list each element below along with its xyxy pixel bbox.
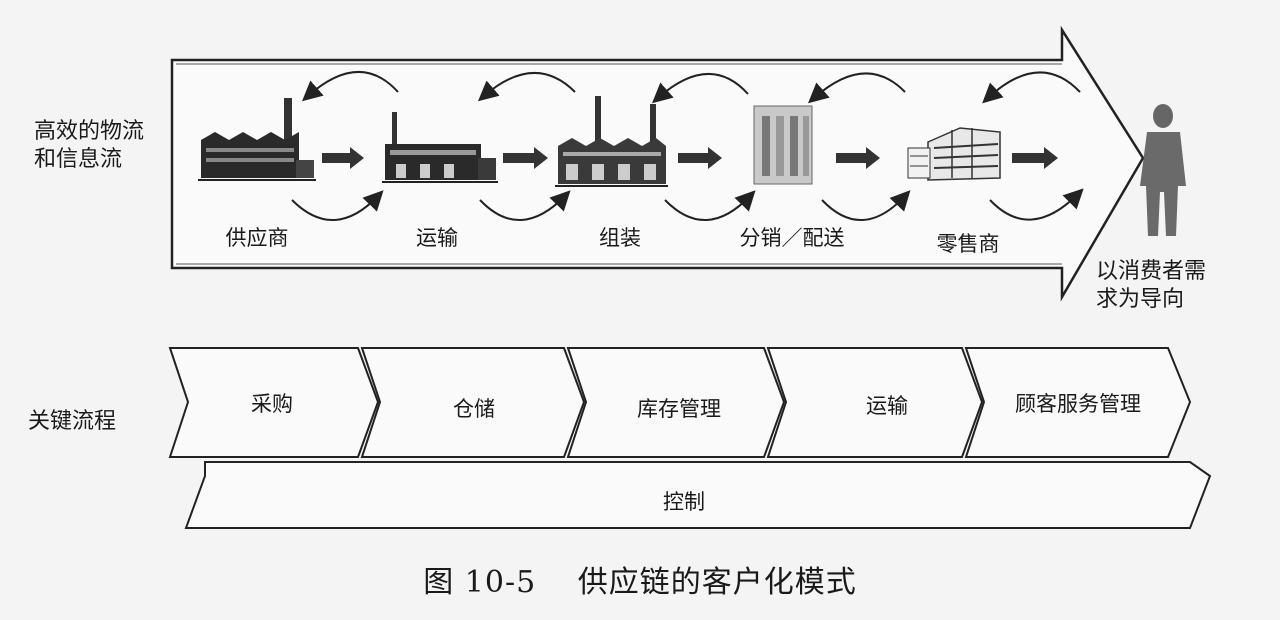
factory-icon bbox=[382, 112, 498, 183]
warehouse-building-icon bbox=[753, 105, 813, 185]
forward-arrow bbox=[503, 147, 548, 169]
stage-label-distribution: 分销／配送 bbox=[739, 226, 845, 250]
control-bar bbox=[184, 461, 1212, 529]
key-process-label: 关键流程 bbox=[28, 409, 117, 434]
stage-label-retailer: 零售商 bbox=[936, 232, 1000, 256]
feedback-arc bbox=[808, 72, 906, 104]
forward-arc bbox=[664, 190, 756, 221]
process-label-customer-service: 顾客服务管理 bbox=[1015, 392, 1141, 416]
process-chevron bbox=[360, 347, 586, 458]
flow-label: 高效的物流 和信息流 bbox=[34, 118, 144, 174]
process-label-procurement: 采购 bbox=[251, 392, 293, 416]
flow-label-line: 和信息流 bbox=[34, 147, 123, 172]
stage-label-transport: 运输 bbox=[416, 226, 458, 250]
process-label-warehousing: 仓储 bbox=[453, 397, 495, 421]
forward-arrow bbox=[678, 147, 722, 169]
figure-caption: 图 10-5 供应链的客户化模式 bbox=[423, 565, 857, 600]
process-label-inventory: 库存管理 bbox=[637, 397, 721, 421]
feedback-arc bbox=[477, 71, 576, 102]
forward-arrow bbox=[1012, 147, 1058, 169]
control-label: 控制 bbox=[663, 490, 705, 514]
process-chevron bbox=[766, 347, 984, 458]
process-chevron bbox=[168, 347, 380, 458]
forward-arc bbox=[291, 190, 384, 221]
customer-label-line: 求为导向 bbox=[1096, 287, 1185, 312]
forward-arc bbox=[479, 190, 571, 221]
flow-label-line: 高效的物流 bbox=[34, 119, 145, 144]
feedback-arc bbox=[982, 71, 1081, 104]
forward-arc bbox=[821, 190, 911, 221]
forward-arrow bbox=[836, 147, 880, 169]
consumer-person-icon bbox=[1140, 104, 1186, 236]
process-chevron bbox=[566, 347, 786, 458]
factory-icon bbox=[198, 98, 316, 181]
factory-icon bbox=[555, 96, 668, 187]
stage-label-assembly: 组装 bbox=[599, 226, 641, 250]
customer-label: 以消费者需 求为导向 bbox=[1096, 258, 1206, 314]
feedback-arc bbox=[302, 71, 399, 102]
process-chevron bbox=[964, 347, 1192, 458]
forward-arc bbox=[989, 188, 1084, 221]
retail-store-icon bbox=[907, 127, 1001, 181]
forward-arrow bbox=[322, 147, 364, 169]
stage-label-supplier: 供应商 bbox=[225, 226, 289, 250]
customer-label-line: 以消费者需 bbox=[1096, 259, 1207, 284]
feedback-arc bbox=[652, 73, 749, 104]
process-label-transport: 运输 bbox=[866, 394, 908, 418]
